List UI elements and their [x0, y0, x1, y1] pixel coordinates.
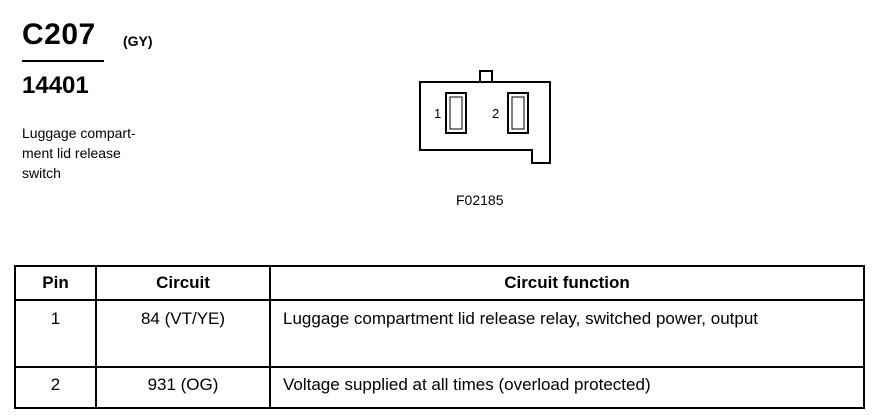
column-header-circuit: Circuit — [95, 265, 271, 301]
description-line: Luggage compart- — [22, 125, 136, 141]
pin-1-terminal-inner — [449, 96, 463, 130]
pin-cell: 1 — [14, 299, 97, 368]
part-number: 14401 — [22, 72, 89, 99]
connector-color-code: (GY) — [123, 33, 153, 49]
function-cell: Luggage compartment lid release relay, s… — [269, 299, 865, 368]
figure-id: F02185 — [456, 192, 504, 208]
pin-2-label: 2 — [492, 106, 499, 121]
table-row: 2 931 (OG) Voltage supplied at all times… — [14, 366, 865, 409]
pin-cell: 2 — [14, 366, 97, 409]
description-line: ment lid release — [22, 145, 121, 161]
circuit-cell: 84 (VT/YE) — [95, 299, 271, 368]
connector-id: C207 — [22, 18, 96, 51]
pin-2-terminal-inner — [511, 96, 525, 130]
column-header-function: Circuit function — [269, 265, 865, 301]
pin-2-terminal — [507, 92, 529, 134]
table-header-row: Pin Circuit Circuit function — [14, 265, 865, 301]
description-line: switch — [22, 165, 61, 181]
pin-circuit-table: Pin Circuit Circuit function 1 84 (VT/YE… — [14, 265, 865, 409]
connector-face-diagram: 1 2 — [419, 70, 551, 164]
pin-1-terminal — [445, 92, 467, 134]
connector-housing — [419, 81, 551, 164]
column-header-pin: Pin — [14, 265, 97, 301]
circuit-cell: 931 (OG) — [95, 366, 271, 409]
function-cell: Voltage supplied at all times (overload … — [269, 366, 865, 409]
component-description: Luggage compart- ment lid release switch — [22, 123, 172, 183]
pin-1-label: 1 — [434, 106, 441, 121]
connector-lock-tab — [479, 70, 493, 83]
title-underline — [22, 60, 104, 62]
table-row: 1 84 (VT/YE) Luggage compartment lid rel… — [14, 299, 865, 368]
